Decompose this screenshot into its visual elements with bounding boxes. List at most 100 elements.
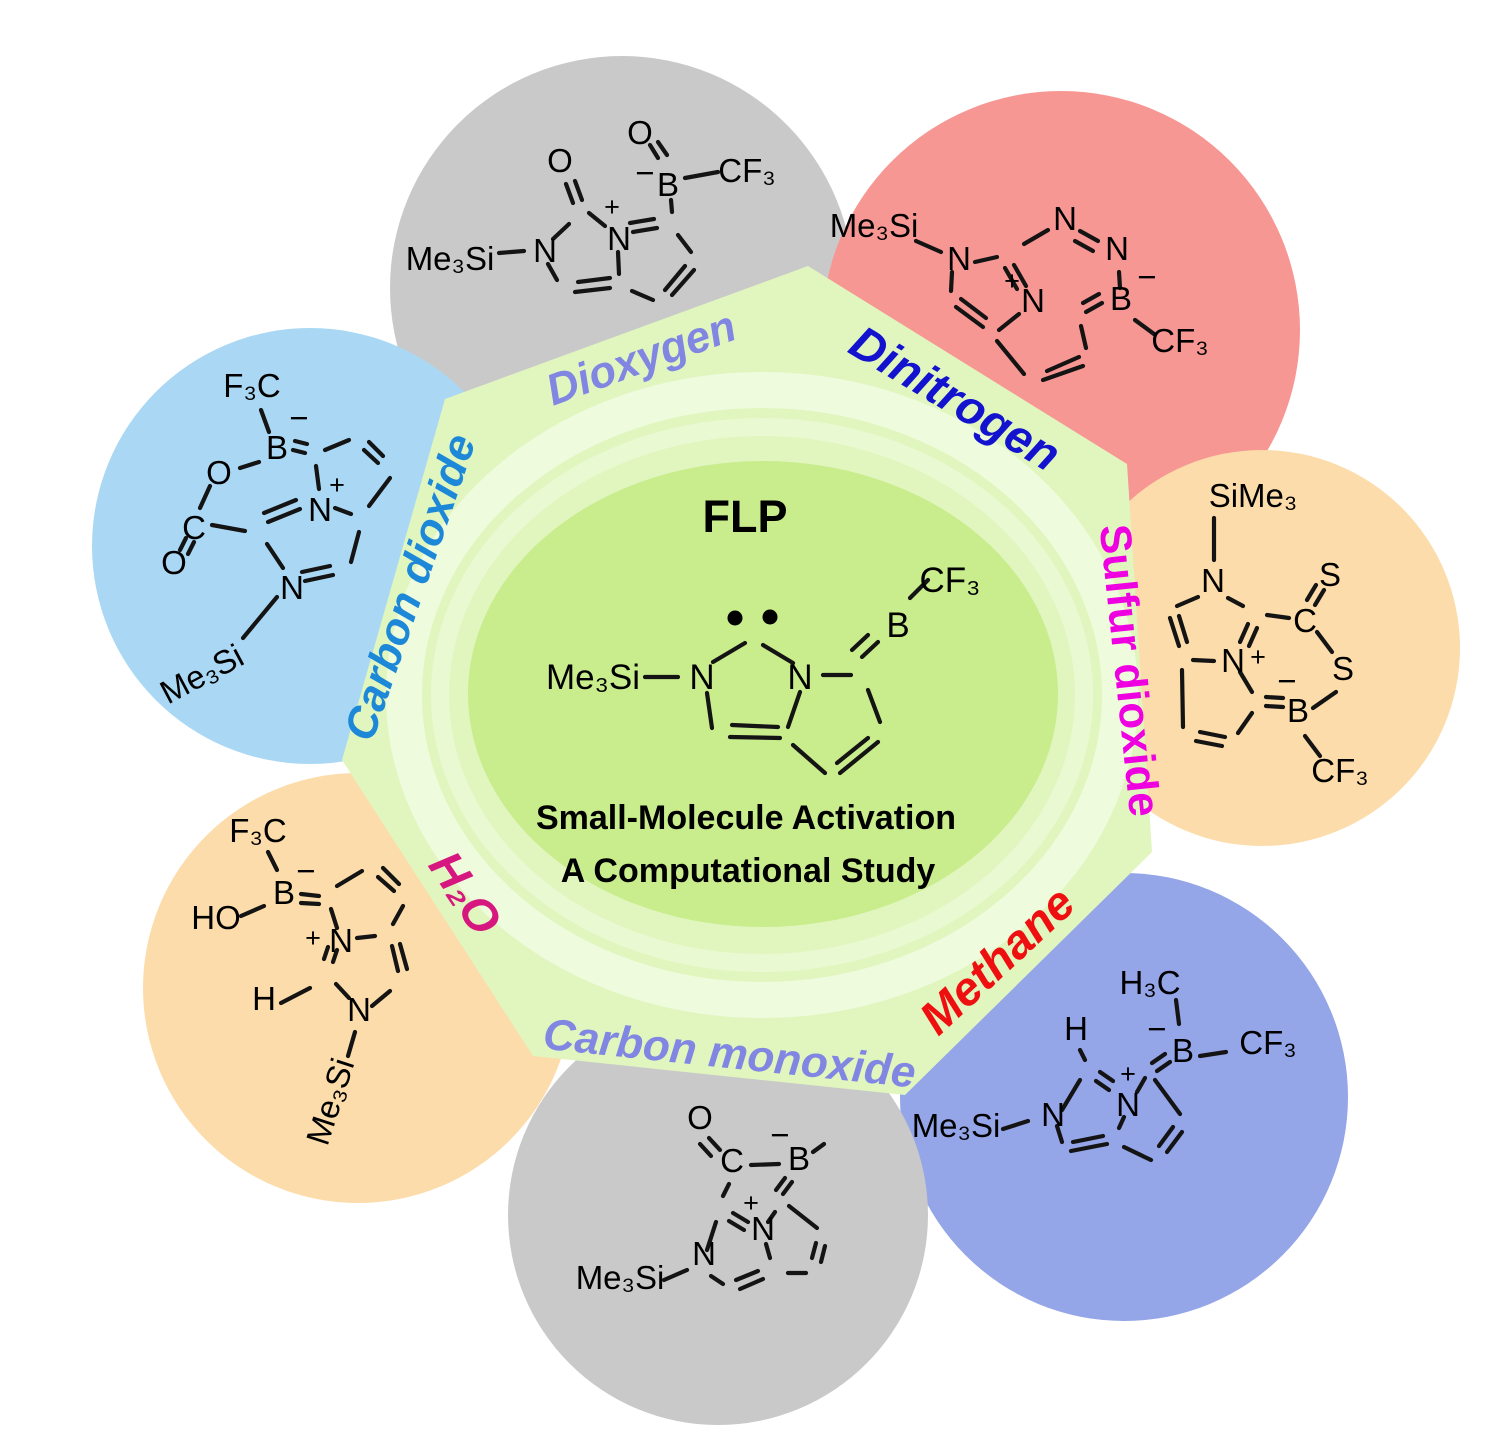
plus-charge: + [1250, 642, 1266, 672]
atom-cf3: CF₃ [1151, 322, 1208, 359]
atom-me3si: Me₃Si [912, 1107, 1001, 1144]
atom-cf3: CF₃ [920, 561, 981, 600]
dinitrogen-structure: Me₃Si N N N + N − B CF₃ [830, 200, 1209, 383]
atom-n-plus: N [1221, 642, 1245, 679]
atom-n: N [1201, 562, 1225, 599]
carbon-dioxide-structure: F₃C − B O C O + N N Me₃Si [154, 367, 393, 711]
atom-n: N [347, 991, 371, 1028]
minus-charge: − [296, 852, 315, 889]
atom-o: O [161, 544, 187, 581]
atom-me3si: Me₃Si [830, 207, 919, 244]
sulfur-dioxide-bonds [1167, 515, 1323, 759]
atom-me3si: Me₃Si [546, 658, 640, 697]
flp-title: FLP [703, 491, 788, 542]
atom-b: B [657, 166, 679, 203]
atom-h: H [252, 980, 276, 1017]
atom-n-plus: N [751, 1210, 775, 1247]
atom-c: C [720, 1142, 744, 1179]
atom-b: B [273, 874, 295, 911]
atom-c: C [1293, 602, 1317, 639]
carbon-dioxide-co2-bonds [177, 459, 262, 557]
atom-b: B [788, 1140, 810, 1177]
atom-b: B [266, 429, 288, 466]
highlight-band-outer [386, 372, 1138, 1018]
minus-charge: − [1147, 1010, 1166, 1047]
sulfur-dioxide-structure: SiMe₃ N S C S + N − B CF₃ [1167, 477, 1369, 789]
sulfur-dioxide-circle [1064, 450, 1460, 846]
atom-h: H [1064, 1010, 1088, 1047]
atom-cf3: CF₃ [1311, 752, 1368, 789]
atom-sime3: SiMe₃ [1209, 477, 1298, 514]
atom-ho: HO [191, 899, 241, 936]
methane-structure: H₃C − B CF₃ H + N N Me₃Si [912, 964, 1297, 1163]
atom-n: N [533, 232, 557, 269]
atom-o: O [627, 114, 653, 151]
minus-charge: − [770, 1116, 789, 1153]
minus-charge: − [1137, 258, 1156, 295]
dioxygen-structure: Me₃Si N O + N − B O CF₃ [406, 114, 776, 303]
carbene-lone-pair-dot [762, 609, 778, 625]
h2o-bonds [265, 849, 410, 1059]
atom-n: N [1041, 1096, 1065, 1133]
atom-f3c: F₃C [229, 812, 286, 849]
plus-charge: + [743, 1188, 759, 1218]
plus-charge: + [1004, 266, 1020, 296]
atom-o: O [547, 142, 573, 179]
plus-charge: + [604, 192, 620, 222]
minus-charge: − [635, 154, 654, 191]
atom-n: N [947, 240, 971, 277]
atom-n-blue: N [1105, 230, 1129, 267]
minus-charge: − [289, 399, 308, 436]
atom-s: S [1332, 650, 1354, 687]
atom-n-plus: N [1021, 282, 1045, 319]
sulfur-dioxide-cs2-bonds [1304, 582, 1339, 711]
atom-h3c: H₃C [1119, 964, 1180, 1001]
dinitrogen-n2-bonds [1072, 228, 1101, 254]
atom-n: N [692, 1235, 716, 1272]
atom-o: O [687, 1099, 713, 1136]
atom-n: N [280, 569, 304, 606]
atom-f3c: F₃C [223, 367, 280, 404]
atom-b: B [886, 606, 909, 645]
minus-charge: − [1277, 662, 1296, 699]
atom-n-plus: N [607, 220, 631, 257]
flp-bonds [642, 577, 931, 776]
dioxygen-bonds [496, 169, 721, 303]
dioxygen-o-bonds [563, 139, 670, 206]
subtitle-line2: A Computational Study [561, 852, 936, 890]
atom-n-blue: N [1053, 200, 1077, 237]
atom-c: C [182, 509, 206, 546]
atom-o: O [206, 454, 232, 491]
carbene-lone-pair-dot [727, 610, 743, 626]
h2o-oh-bonds [238, 903, 313, 1006]
heptagon-highlight-bands [386, 372, 1138, 1018]
methane-bonds [1000, 997, 1229, 1163]
atom-s: S [1319, 556, 1341, 593]
atom-b: B [1287, 692, 1309, 729]
carbon-monoxide-circle [508, 1005, 928, 1425]
atom-b: B [1172, 1032, 1194, 1069]
atom-b: B [1110, 280, 1132, 317]
carbon-dioxide-bonds [209, 407, 393, 641]
dinitrogen-bonds [913, 227, 1157, 383]
highlight-band-inner [431, 418, 1093, 972]
atom-cf3: CF₃ [1239, 1024, 1296, 1061]
center-ellipse [468, 461, 1058, 927]
atom-me3si: Me₃Si [576, 1259, 665, 1296]
carbon-monoxide-bonds [661, 1141, 828, 1292]
subtitle-line1: Small-Molecule Activation [536, 799, 956, 837]
atom-n-plus: N [329, 922, 353, 959]
atom-me3si: Me₃Si [406, 240, 495, 277]
carbon-monoxide-co-bonds [697, 1135, 723, 1159]
plus-charge: + [1120, 1059, 1136, 1089]
atom-n: N [689, 658, 714, 697]
plus-charge: + [329, 470, 345, 500]
carbon-monoxide-structure: O C − B + N N Me₃Si [576, 1099, 828, 1296]
atom-n-plus: N [1116, 1086, 1140, 1123]
atom-n: N [787, 658, 812, 697]
center-content: FLP Me₃Si N N B CF₃ Small-Molecule Activ… [536, 491, 980, 890]
plus-charge: + [305, 923, 321, 953]
atom-cf3: CF₃ [718, 152, 775, 189]
